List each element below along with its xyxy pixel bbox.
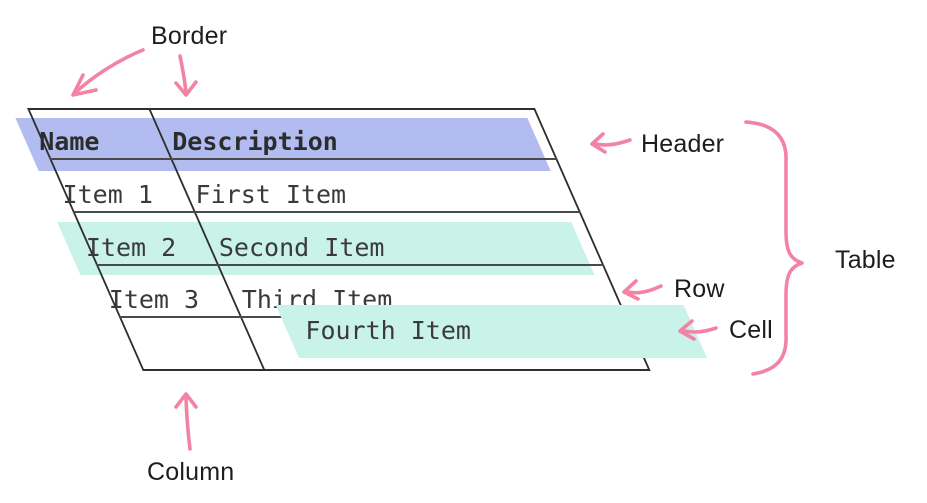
cell-name-empty: [119, 318, 263, 371]
cell-description: Second Item: [194, 213, 604, 266]
table-row: Item 2 Second Item: [73, 213, 604, 266]
cell-text: Item 1: [62, 179, 153, 209]
cell-text: Item 3: [108, 284, 199, 314]
cell-name: Item 1: [50, 160, 194, 213]
cell-text: Item 2: [85, 232, 177, 262]
highlighted-cell-text: Fourth Item: [305, 316, 471, 345]
row-arrow-head-icon: [622, 279, 640, 301]
border-arrow-left-icon: [73, 48, 145, 95]
table-label: Table: [835, 246, 896, 274]
column-arrow-head-icon: [174, 392, 198, 409]
table-row: Item 1 First Item: [50, 160, 581, 213]
border-arrow-left-head-icon: [71, 73, 98, 97]
cell-text: First Item: [195, 179, 346, 209]
header-label: Header: [641, 130, 725, 158]
row-arrow-icon: [626, 284, 663, 295]
border-arrow-down-icon: [178, 54, 188, 94]
row-label: Row: [674, 275, 725, 303]
cell-description: First Item: [171, 160, 581, 213]
cell-highlight: Fourth Item: [275, 305, 708, 358]
header-cell-description-text: Description: [172, 126, 338, 156]
table-header-row: Name Description: [27, 108, 558, 160]
cell-name: Item 2: [73, 213, 217, 266]
header-cell-name-text: Name: [39, 126, 100, 156]
cell-label: Cell: [729, 316, 773, 344]
border-label: Border: [151, 22, 228, 50]
demo-table: Name Description Item 1 First Item Item …: [15, 108, 708, 371]
header-cell-description: Description: [148, 108, 558, 160]
cell-text: Second Item: [218, 232, 385, 262]
header-arrow-head-icon: [590, 132, 607, 154]
column-arrow-icon: [184, 396, 192, 451]
cell-name: Item 3: [97, 266, 241, 318]
column-label: Column: [147, 458, 235, 486]
header-arrow-icon: [594, 138, 632, 147]
border-arrow-down-head-icon: [174, 80, 198, 97]
header-cell-name: Name: [27, 108, 171, 160]
